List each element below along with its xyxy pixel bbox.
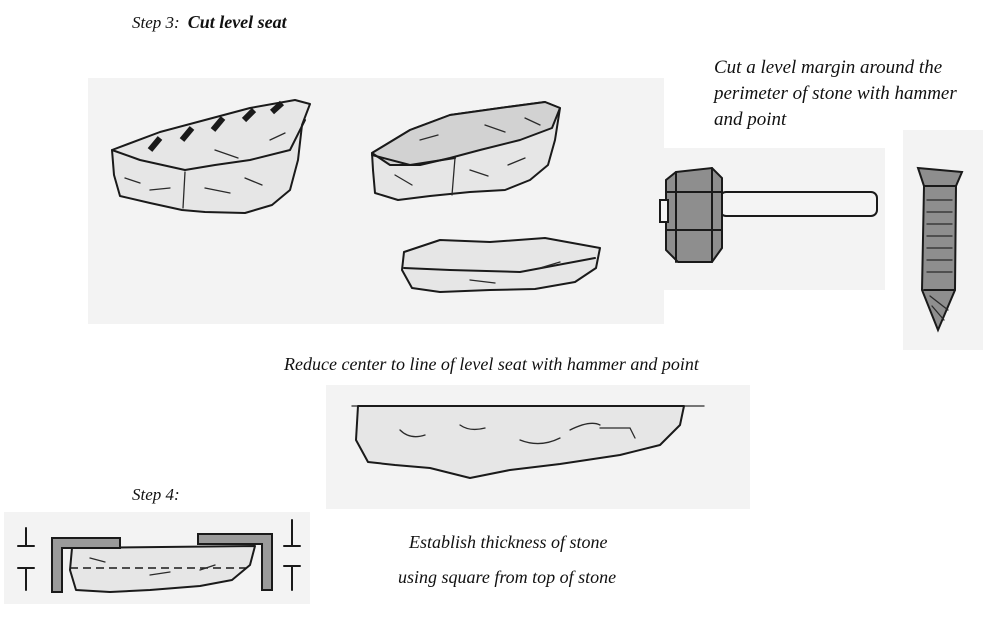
step4-heading: Step 4: (132, 485, 180, 504)
margin-note: Cut a level margin around the perimeter … (714, 57, 957, 130)
thickness-note-line2: using square from top of stone (398, 567, 617, 587)
reduce-note: Reduce center to line of level seat with… (284, 354, 699, 374)
thickness-note-line1: Establish thickness of stone (409, 532, 608, 552)
margin-cut-marks (147, 100, 285, 152)
step3-label: Step 3: (132, 13, 180, 32)
step3-heading: Step 3: Cut level seat (132, 12, 287, 33)
step3-title: Cut level seat (187, 12, 287, 32)
